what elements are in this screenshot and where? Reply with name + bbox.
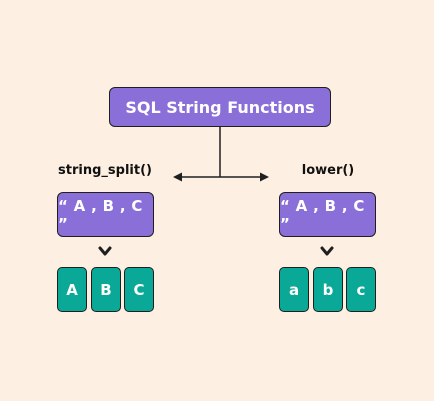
output-char: A [66,280,78,299]
output-char: B [100,280,112,299]
output-char: c [356,280,366,299]
right-input-node: “ A , B , C ” [279,192,376,237]
chevron-down-icon [320,246,334,256]
right-output-box: c [346,267,376,312]
left-output-box: C [124,267,154,312]
right-output-box: a [279,267,309,312]
output-char: a [288,280,300,299]
left-input-node: “ A , B , C ” [57,192,154,237]
root-node-label: SQL String Functions [125,97,315,117]
left-input-text: “ A , B , C ” [58,196,143,233]
right-input-text: “ A , B , C ” [280,196,365,233]
arrow-head-icon-right [260,172,269,182]
left-output-box: B [91,267,121,312]
chevron-down-icon [98,246,112,256]
root-node: SQL String Functions [109,87,331,127]
arrow-head-icon-left [173,172,182,182]
right-function-label: lower() [301,163,355,178]
left-output-box: A [57,267,87,312]
output-char: C [133,280,145,299]
output-char: b [322,280,334,299]
right-output-box: b [313,267,343,312]
left-function-label: string_split() [58,163,152,178]
